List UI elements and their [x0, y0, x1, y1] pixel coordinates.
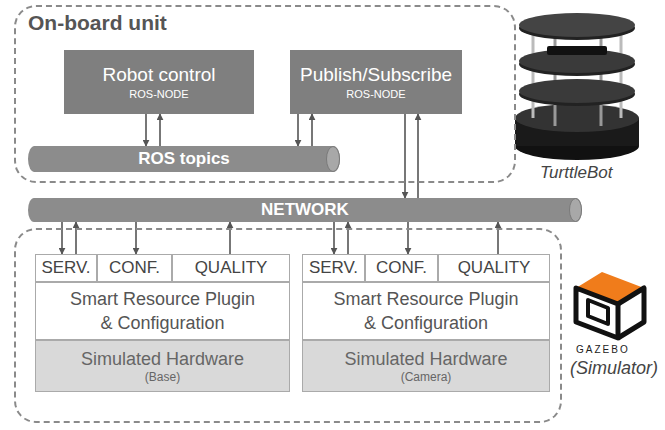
bus-cylinder: NETWORK: [28, 198, 582, 222]
node-title: Robot control: [102, 64, 215, 86]
arrow-connector: [407, 222, 409, 254]
node-subtitle: (Base): [145, 370, 180, 384]
arrow-connector: [61, 222, 63, 254]
node-title: CONF.: [109, 258, 160, 278]
arrow-connector: [311, 114, 313, 146]
node-title: SERV.: [41, 258, 90, 278]
bus-cylinder: ROS topics: [28, 146, 340, 172]
interface-cell: CONF.: [365, 254, 438, 282]
node-title: QUALITY: [458, 258, 531, 278]
arrow-connector: [135, 222, 137, 254]
node-title: Simulated Hardware: [81, 349, 244, 370]
arrow-connector: [229, 222, 231, 254]
node-title: ROS topics: [138, 149, 230, 169]
node-title: QUALITY: [195, 258, 268, 278]
dashed-region: GAZEBO(Simulator)SERV.CONF.QUALITYSmart …: [14, 228, 562, 423]
arrow-connector: [159, 114, 161, 146]
arrow-connector: [333, 222, 335, 254]
node-title: NETWORK: [261, 200, 349, 220]
caption-label: TurttleBot: [538, 163, 614, 183]
arrow-connector: [75, 222, 77, 254]
node-subtitle: ROS-NODE: [346, 88, 405, 100]
hardware-box: Simulated Hardware(Camera): [302, 340, 550, 392]
node-title: SERV.: [309, 258, 358, 278]
node-title: On-board unit: [28, 11, 167, 35]
node-title: Simulated Hardware: [344, 349, 507, 370]
interface-cell: CONF.: [97, 254, 172, 282]
arrow-connector: [145, 114, 147, 146]
ros-node-box: Publish/SubscribeROS-NODE: [290, 50, 462, 114]
ros-node-box: Robot controlROS-NODE: [64, 50, 254, 114]
interface-cell: SERV.: [302, 254, 365, 282]
node-title: Smart Resource Plugin & Configuration: [66, 287, 259, 336]
arrow-connector: [297, 114, 299, 146]
node-subtitle: ROS-NODE: [129, 88, 188, 100]
gazebo-logo: [572, 266, 648, 342]
hardware-box: Simulated Hardware(Base): [35, 340, 290, 392]
arrow-connector: [417, 114, 419, 198]
plugin-box: Smart Resource Plugin & Configuration: [302, 282, 550, 340]
dashed-region: On-board unitRobot controlROS-NODEPublis…: [14, 5, 516, 183]
node-title: GAZEBO: [576, 344, 630, 355]
arrow-connector: [404, 114, 406, 198]
node-title: Smart Resource Plugin & Configuration: [333, 287, 519, 336]
arrow-connector: [497, 222, 499, 254]
node-subtitle: (Simulator): [568, 358, 660, 379]
interface-cell: SERV.: [35, 254, 97, 282]
turtlebot-illustration: [505, 6, 650, 164]
arrow-connector: [347, 222, 349, 254]
node-subtitle: (Camera): [401, 370, 452, 384]
interface-cell: QUALITY: [438, 254, 550, 282]
node-title: Publish/Subscribe: [300, 64, 452, 86]
interface-cell: QUALITY: [172, 254, 290, 282]
node-title: CONF.: [376, 258, 427, 278]
plugin-box: Smart Resource Plugin & Configuration: [35, 282, 290, 340]
